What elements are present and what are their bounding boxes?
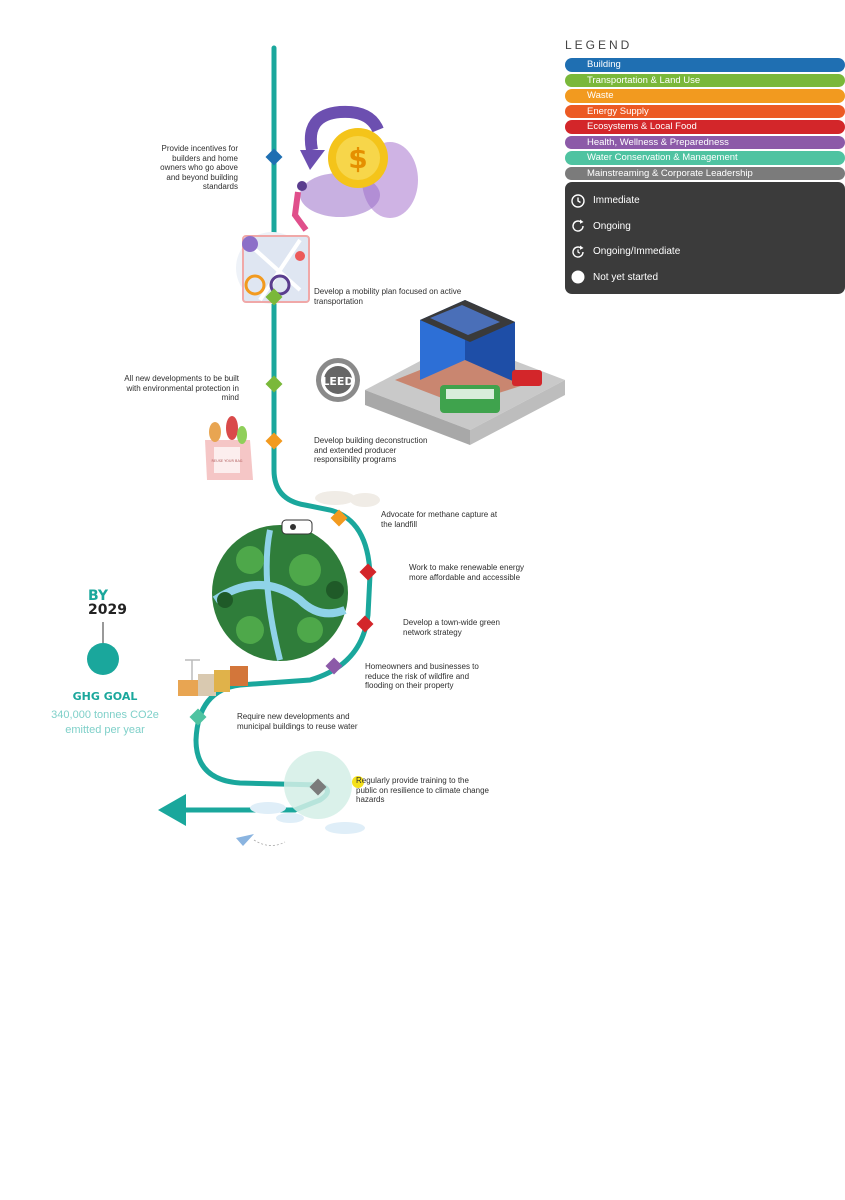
legend-category-transportation: Transportation & Land Use xyxy=(565,73,845,87)
legend-category-health: Health, Wellness & Preparedness xyxy=(565,135,845,149)
legend-status-immediate: Immediate xyxy=(571,188,837,214)
legend-status-label: Ongoing/Immediate xyxy=(593,246,681,258)
refresh-clock-icon xyxy=(572,245,584,258)
marker-building[interactable] xyxy=(265,148,283,166)
reuse-bag-illustration: REUSE YOUR BAG xyxy=(205,416,253,480)
bubble-illustration xyxy=(236,751,365,846)
svg-text:$: $ xyxy=(348,142,367,175)
goal-by-label: BY xyxy=(88,588,109,604)
town-illustration xyxy=(178,659,248,696)
action-label-reuse-water: Require new developments and municipal b… xyxy=(237,712,358,731)
marker-deconstruction[interactable] xyxy=(265,432,283,450)
marker-reuse-water[interactable] xyxy=(189,708,207,726)
legend-category-mainstreaming: Mainstreaming & Corporate Leadership xyxy=(565,166,845,180)
legend-category-waste: Waste xyxy=(565,89,845,103)
action-label-incentives: Provide incentives for builders and home… xyxy=(160,144,238,191)
action-label-wildfire: Homeowners and businesses to reduce the … xyxy=(365,662,479,690)
legend-title: LEGEND xyxy=(565,38,633,52)
legend: LEGEND Building Transportation & Land Us… xyxy=(565,38,845,294)
legend-category-ecosystems: Ecosystems & Local Food xyxy=(565,120,845,134)
legend-status-box: Immediate Ongoing Ongoing/Immediate Not … xyxy=(565,182,845,294)
action-label-methane: Advocate for methane capture at the land… xyxy=(381,510,498,529)
map-illustration xyxy=(236,232,310,304)
ghg-goal-title: GHG GOAL xyxy=(72,690,138,703)
action-label-green-network: Develop a town-wide green network strate… xyxy=(403,618,500,637)
legend-category-water: Water Conservation & Management xyxy=(565,151,845,165)
legend-status-label: Ongoing xyxy=(593,220,631,232)
timeline-arrow-head xyxy=(158,794,186,826)
marker-training[interactable] xyxy=(309,778,327,796)
incentive-illustration: $ xyxy=(291,105,418,232)
goal-year: 2029 xyxy=(88,602,127,618)
goal-circle xyxy=(87,643,119,675)
action-label-training: Regularly provide training to the public… xyxy=(356,776,489,804)
legend-status-label: Immediate xyxy=(593,195,640,207)
cloud-illustration xyxy=(315,491,380,507)
legend-status-not-started: Not yet started xyxy=(571,265,837,291)
marker-wildfire[interactable] xyxy=(325,657,343,675)
clock-icon xyxy=(571,194,585,208)
action-label-mobility: Develop a mobility plan focused on activ… xyxy=(314,287,462,306)
ghg-goal-value: 340,000 tonnes CO2e emitted per year xyxy=(51,709,159,736)
legend-category-energy: Energy Supply xyxy=(565,104,845,118)
action-label-renewable: Work to make renewable energy more affor… xyxy=(409,563,525,582)
action-label-deconstruction: Develop building deconstruction and exte… xyxy=(314,436,428,464)
legend-category-building: Building xyxy=(565,58,845,72)
leed-building-illustration: LEED xyxy=(316,300,565,445)
globe-illustration xyxy=(212,519,348,661)
circle-icon xyxy=(571,270,585,284)
legend-status-label: Not yet started xyxy=(593,271,659,283)
marker-new-developments[interactable] xyxy=(265,375,283,393)
legend-status-ongoing: Ongoing xyxy=(571,214,837,240)
marker-green-network[interactable] xyxy=(356,615,374,633)
marker-methane[interactable] xyxy=(330,509,348,527)
action-label-new-developments: All new developments to be built with en… xyxy=(124,374,239,402)
leed-badge-text: LEED xyxy=(322,375,353,388)
marker-renewable[interactable] xyxy=(359,563,377,581)
legend-status-ongoing-immediate: Ongoing/Immediate xyxy=(571,239,837,265)
refresh-icon xyxy=(572,219,584,232)
bag-text: REUSE YOUR BAG xyxy=(211,459,242,463)
